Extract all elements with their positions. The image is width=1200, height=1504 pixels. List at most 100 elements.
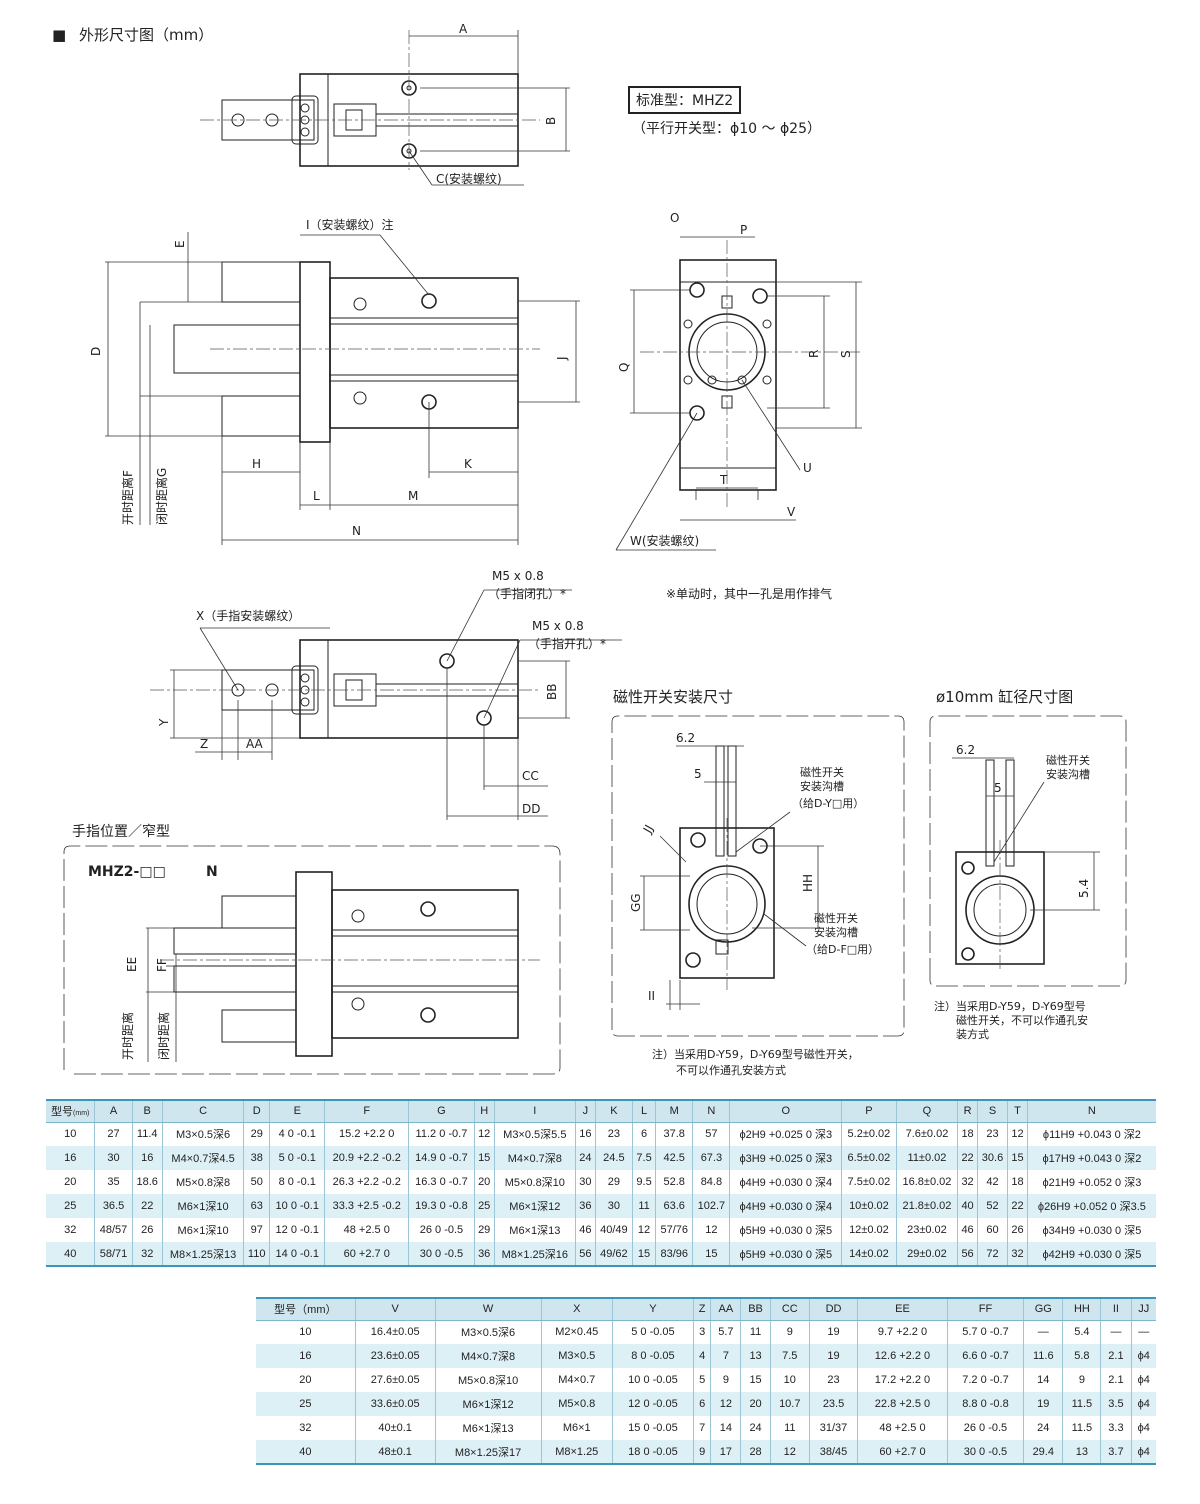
table-header-cell: Z [692,1297,711,1321]
table-cell: 48±0.1 [354,1440,436,1465]
table-cell: M6×1深13 [434,1416,542,1440]
side-view: O P Q R S T V U W(安装螺纹) [615,211,862,551]
table-cell: 23 [976,1122,1008,1146]
table-cell: 9 [1062,1368,1101,1392]
table-cell: 12 0 -0.1 [269,1218,325,1242]
table-header-cell: V [354,1297,436,1321]
table-cell: 42 [976,1170,1008,1194]
table-cell: 18 [1007,1170,1028,1194]
table-header-cell: BB [740,1297,771,1321]
table-cell: 24 [740,1416,771,1440]
table-cell: ϕ26H9 +0.052 0 深3.5 [1026,1194,1156,1218]
table-header-cell: CC [769,1297,810,1321]
table-cell: 11.2 0 -0.7 [408,1122,475,1146]
table-cell: 33.6±0.05 [354,1392,436,1416]
table-header-cell: J [575,1099,596,1123]
dim-Z: Z [200,737,208,751]
bore-section-title: ø10mm 缸径尺寸图 [936,688,1073,706]
front-view: D E 开时距离F 闭时距离G J H K L M N I（安装螺纹）注 [89,217,580,545]
table-cell: ϕ4H9 +0.030 0 深4 [729,1194,842,1218]
table-cell: 36 [473,1242,495,1267]
table-cell: 9.7 +2.2 0 [857,1320,948,1344]
mag-groove-label-1: 磁性开关 [800,765,844,779]
table-cell: 3.5 [1100,1392,1131,1416]
table-header-cell: I [493,1099,576,1123]
mag-note-line-1: 注）当采用D-Y59，D-Y69型号磁性开关， [652,1047,859,1061]
label-close-port: （手指闭孔）* [488,586,566,601]
table-header-cell: P [841,1099,897,1123]
table-header-cell: W [434,1297,542,1321]
label-I-thread: I（安装螺纹）注 [306,217,394,232]
table-cell: 12 [692,1218,730,1242]
table-cell: 15 [740,1368,771,1392]
label-close-distance: 闭时距离 [156,1012,171,1060]
finger-model-suffix: N [206,864,218,880]
table-header-cell: EE [857,1297,948,1321]
table-cell: 20 [740,1392,771,1416]
table-cell: 23.5 [808,1392,858,1416]
table-cell: 8.8 0 -0.8 [946,1392,1024,1416]
table-header-cell: L [631,1099,656,1123]
table-cell: M6×1深12 [493,1194,576,1218]
table-cell: M4×0.7深4.5 [161,1146,244,1170]
table-cell: 33.3 +2.5 -0.2 [324,1194,409,1218]
table-cell: 6.6 0 -0.7 [946,1344,1024,1368]
table-cell: 67.3 [692,1146,730,1170]
table-header-cell: K [594,1099,633,1123]
dim-L: L [313,489,320,503]
table-cell: 5 0 -0.05 [611,1320,694,1344]
dim-AA: AA [246,737,264,751]
table-cell: 32 [64,1224,77,1236]
table-cell: 23 [808,1368,858,1392]
table-cell: 63.6 [655,1194,693,1218]
model-box: 标准型：MHZ2 [628,86,742,114]
table-cell: 26 0 -0.5 [946,1416,1024,1440]
dim-Y: Y [157,718,171,727]
table-header-cell: R [957,1099,978,1123]
table-cell: M5×0.8 [540,1392,613,1416]
table-cell: M3×0.5深6 [161,1122,244,1146]
dim-E: E [173,240,187,248]
bore-dim-5-4: 5.4 [1077,879,1091,898]
table-cell: 30 0 -0.5 [946,1440,1024,1465]
table-cell: 24 [1023,1416,1063,1440]
table-cell: 15 [473,1146,495,1170]
table-cell: 23 [594,1122,633,1146]
table-cell: 7 [710,1344,741,1368]
dim-O: O [670,211,679,225]
table-cell: ϕ21H9 +0.052 0 深3 [1026,1170,1156,1194]
table-cell: 5.7 0 -0.7 [946,1320,1024,1344]
table-cell: 22 [131,1194,163,1218]
dim-M: M [408,489,418,503]
table-cell: 3.7 [1100,1440,1131,1465]
dim-R: R [807,350,821,358]
table-cell: 25 [473,1194,495,1218]
table-header-cell: G [408,1099,475,1123]
table-cell: 40±0.1 [354,1416,436,1440]
table-cell: 14 [1023,1368,1063,1392]
mag-dim-JJ: JJ [640,822,656,836]
table-cell: 27.6±0.05 [354,1368,436,1392]
table-cell: ϕ4 [1130,1440,1156,1465]
bore-dim-6-2: 6.2 [956,743,975,757]
table-cell: 6 [692,1392,711,1416]
table-header-cell: S [976,1099,1008,1123]
table-header-cell: M [655,1099,693,1123]
table-cell: 20.9 +2.2 -0.2 [324,1146,409,1170]
table-cell: M3×0.5深6 [434,1320,542,1344]
table-header-cell: Q [895,1099,958,1123]
table-cell: 32 [131,1242,163,1267]
mag-dim-5: 5 [694,767,702,781]
table-cell: 12 [1007,1122,1028,1146]
table-cell: 10.7 [769,1392,810,1416]
table-cell: 24.5 [594,1146,633,1170]
table-cell: 25 [256,1392,356,1416]
table-header-cell: Y [611,1297,694,1321]
table-cell: M8×1.25深17 [434,1440,542,1465]
table-cell: 5.7 [710,1320,741,1344]
